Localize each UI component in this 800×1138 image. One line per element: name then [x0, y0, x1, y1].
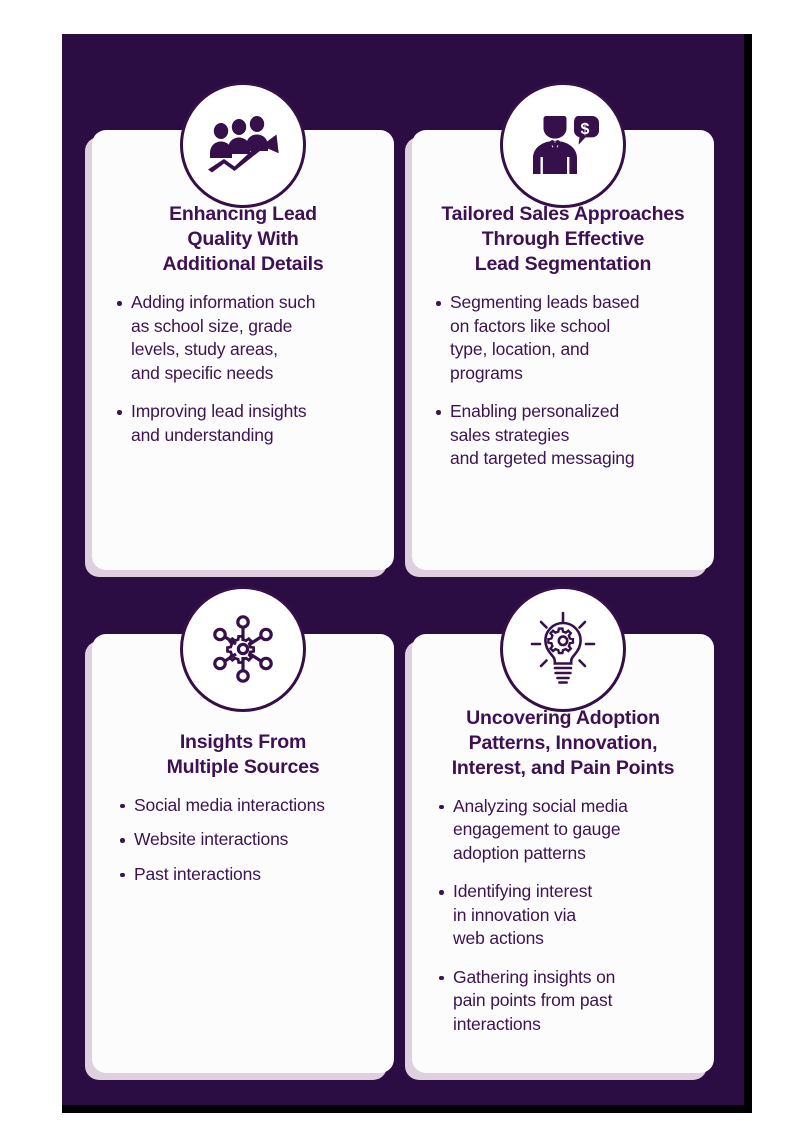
info-card: Uncovering Adoption Patterns, Innovation…	[412, 585, 714, 1073]
card-bullet-list: Adding information such as school size, …	[100, 291, 386, 447]
list-item: Analyzing social media engagement to gau…	[438, 795, 628, 866]
info-card: $ Tailored Sales Approaches Through Effe…	[412, 82, 714, 570]
list-item: Identifying interest in innovation via w…	[438, 880, 592, 951]
list-item: Past interactions	[119, 863, 261, 887]
card-title: Uncovering Adoption Patterns, Innovation…	[451, 706, 675, 779]
svg-text:$: $	[581, 121, 590, 138]
lightbulb-gear-idea-icon	[500, 585, 626, 712]
card-bullet-list: Social media interactions Website intera…	[97, 794, 389, 898]
card-cell-4: Uncovering Adoption Patterns, Innovation…	[412, 585, 714, 1073]
card-grid: Enhancing Lead Quality With Additional D…	[62, 34, 744, 1105]
card-title: Enhancing Lead Quality With Additional D…	[162, 203, 324, 275]
list-item: Social media interactions	[119, 794, 325, 818]
list-item: Gathering insights on pain points from p…	[438, 966, 615, 1037]
network-hub-nodes-icon	[180, 585, 306, 712]
card-cell-2: $ Tailored Sales Approaches Through Effe…	[412, 82, 714, 570]
card-bullet-list: Analyzing social media engagement to gau…	[418, 795, 708, 1037]
info-card: Insights From Multiple Sources Social me…	[92, 585, 394, 1073]
card-cell-3: Insights From Multiple Sources Social me…	[92, 585, 394, 1073]
card-bullet-list: Segmenting leads based on factors like s…	[421, 291, 705, 471]
list-item: Segmenting leads based on factors like s…	[435, 291, 639, 385]
infographic-panel: Enhancing Lead Quality With Additional D…	[62, 34, 744, 1105]
card-cell-1: Enhancing Lead Quality With Additional D…	[92, 82, 394, 570]
list-item: Adding information such as school size, …	[116, 291, 315, 385]
card-title: Tailored Sales Approaches Through Effect…	[441, 203, 685, 275]
list-item: Website interactions	[119, 828, 288, 852]
list-item: Improving lead insights and understandin…	[116, 400, 307, 447]
salesman-dollar-speech-bubble-icon: $	[500, 82, 626, 208]
card-title: Insights From Multiple Sources	[166, 730, 320, 778]
list-item: Enabling personalized sales strategies a…	[435, 400, 635, 471]
info-card: Enhancing Lead Quality With Additional D…	[92, 82, 394, 570]
people-growth-arrow-icon	[180, 82, 306, 208]
